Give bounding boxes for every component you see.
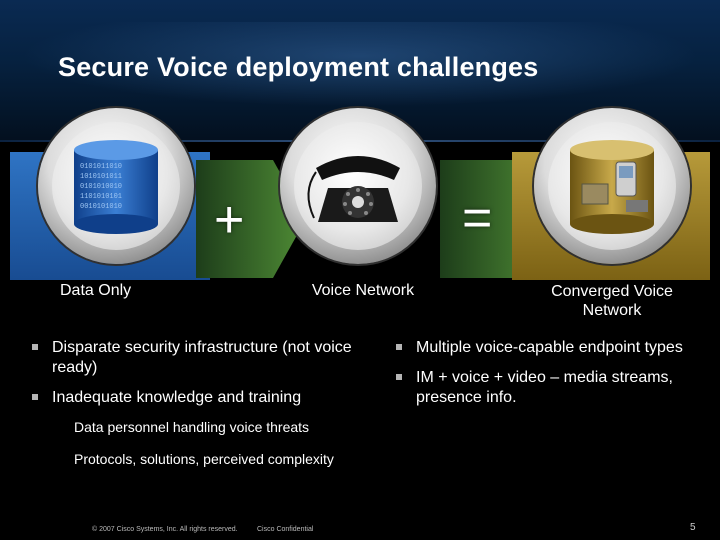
bullet-text: Inadequate knowledge and training [52, 389, 302, 406]
voice-network-caption: Voice Network [311, 282, 415, 299]
right-bullet-list: Multiple voice-capable endpoint types IM… [396, 338, 696, 418]
bullet-item: Inadequate knowledge and training [32, 388, 362, 408]
sub-bullet-item: Protocols, solutions, perceived complexi… [74, 451, 334, 467]
sub-bullet-item: Data personnel handling voice threats [74, 419, 310, 435]
bullet-item: Multiple voice-capable endpoint types [396, 338, 696, 358]
footer-copyright: © 2007 Cisco Systems, Inc. All rights re… [92, 526, 238, 533]
svg-text:0101011010: 0101011010 [80, 163, 122, 171]
bullet-item: IM + voice + video – media streams, pres… [396, 368, 696, 408]
page-number: 5 [690, 522, 696, 533]
slide-title: Secure Voice deployment challenges [58, 52, 539, 82]
bullet-text: IM + voice + video – media streams, pres… [416, 369, 673, 406]
footer-confidential: Cisco Confidential [257, 526, 314, 533]
converged-voice-caption: Converged Voice Network [551, 283, 673, 319]
bullet-marker-icon [396, 374, 402, 380]
data-only-caption: Data Only [60, 282, 132, 299]
converged-voice-circle [534, 108, 690, 264]
bullet-marker-icon [396, 344, 402, 350]
left-bullet-list: Disparate security infrastructure (not v… [32, 338, 362, 476]
database-cylinder-icon: 0101011010 1010101011 0101010010 1101010… [74, 140, 158, 234]
svg-text:0101010010: 0101010010 [80, 183, 122, 191]
rotary-telephone-icon [307, 156, 400, 222]
bullet-marker-icon [32, 394, 38, 400]
svg-text:1101010101: 1101010101 [80, 193, 122, 201]
svg-text:1010101011: 1010101011 [80, 173, 122, 181]
data-only-circle: 0101011010 1010101011 0101010010 1101010… [38, 108, 194, 264]
bullet-text: Multiple voice-capable endpoint types [416, 339, 683, 356]
svg-text:0010101010: 0010101010 [80, 203, 122, 211]
bullet-text: Disparate security infrastructure (not v… [52, 339, 352, 376]
equals-symbol: = [462, 189, 493, 247]
converged-devices-icon [570, 140, 654, 234]
voice-network-circle [280, 108, 436, 264]
bullet-marker-icon [32, 344, 38, 350]
bullet-item: Disparate security infrastructure (not v… [32, 338, 362, 378]
plus-symbol: + [214, 191, 245, 249]
